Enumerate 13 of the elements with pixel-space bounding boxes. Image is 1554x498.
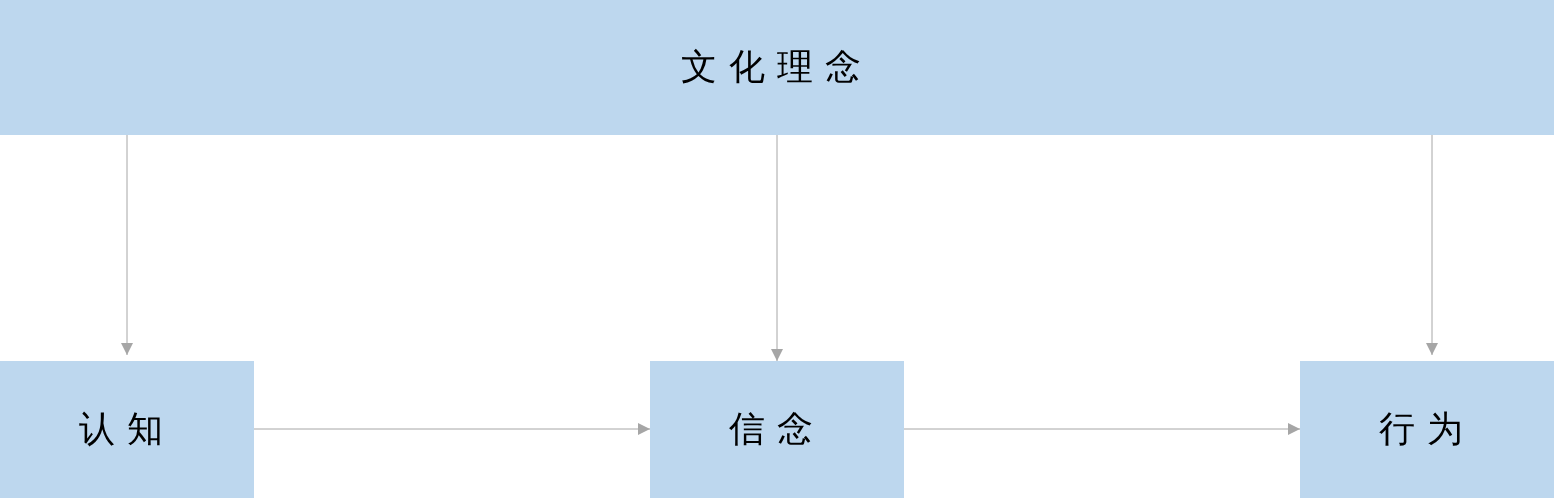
arrow (253, 423, 651, 435)
process-box (1300, 361, 1554, 498)
process-box (650, 361, 904, 498)
node-label: 认知 (79, 407, 175, 451)
arrow (1426, 134, 1438, 356)
process-box (0, 361, 254, 498)
arrow (771, 134, 783, 362)
arrow (121, 134, 133, 356)
arrow (903, 423, 1301, 435)
node-label: 行为 (1379, 407, 1475, 451)
node-label: 文化理念 (681, 45, 873, 89)
header-band (0, 0, 1554, 135)
node-label: 信念 (729, 407, 825, 451)
